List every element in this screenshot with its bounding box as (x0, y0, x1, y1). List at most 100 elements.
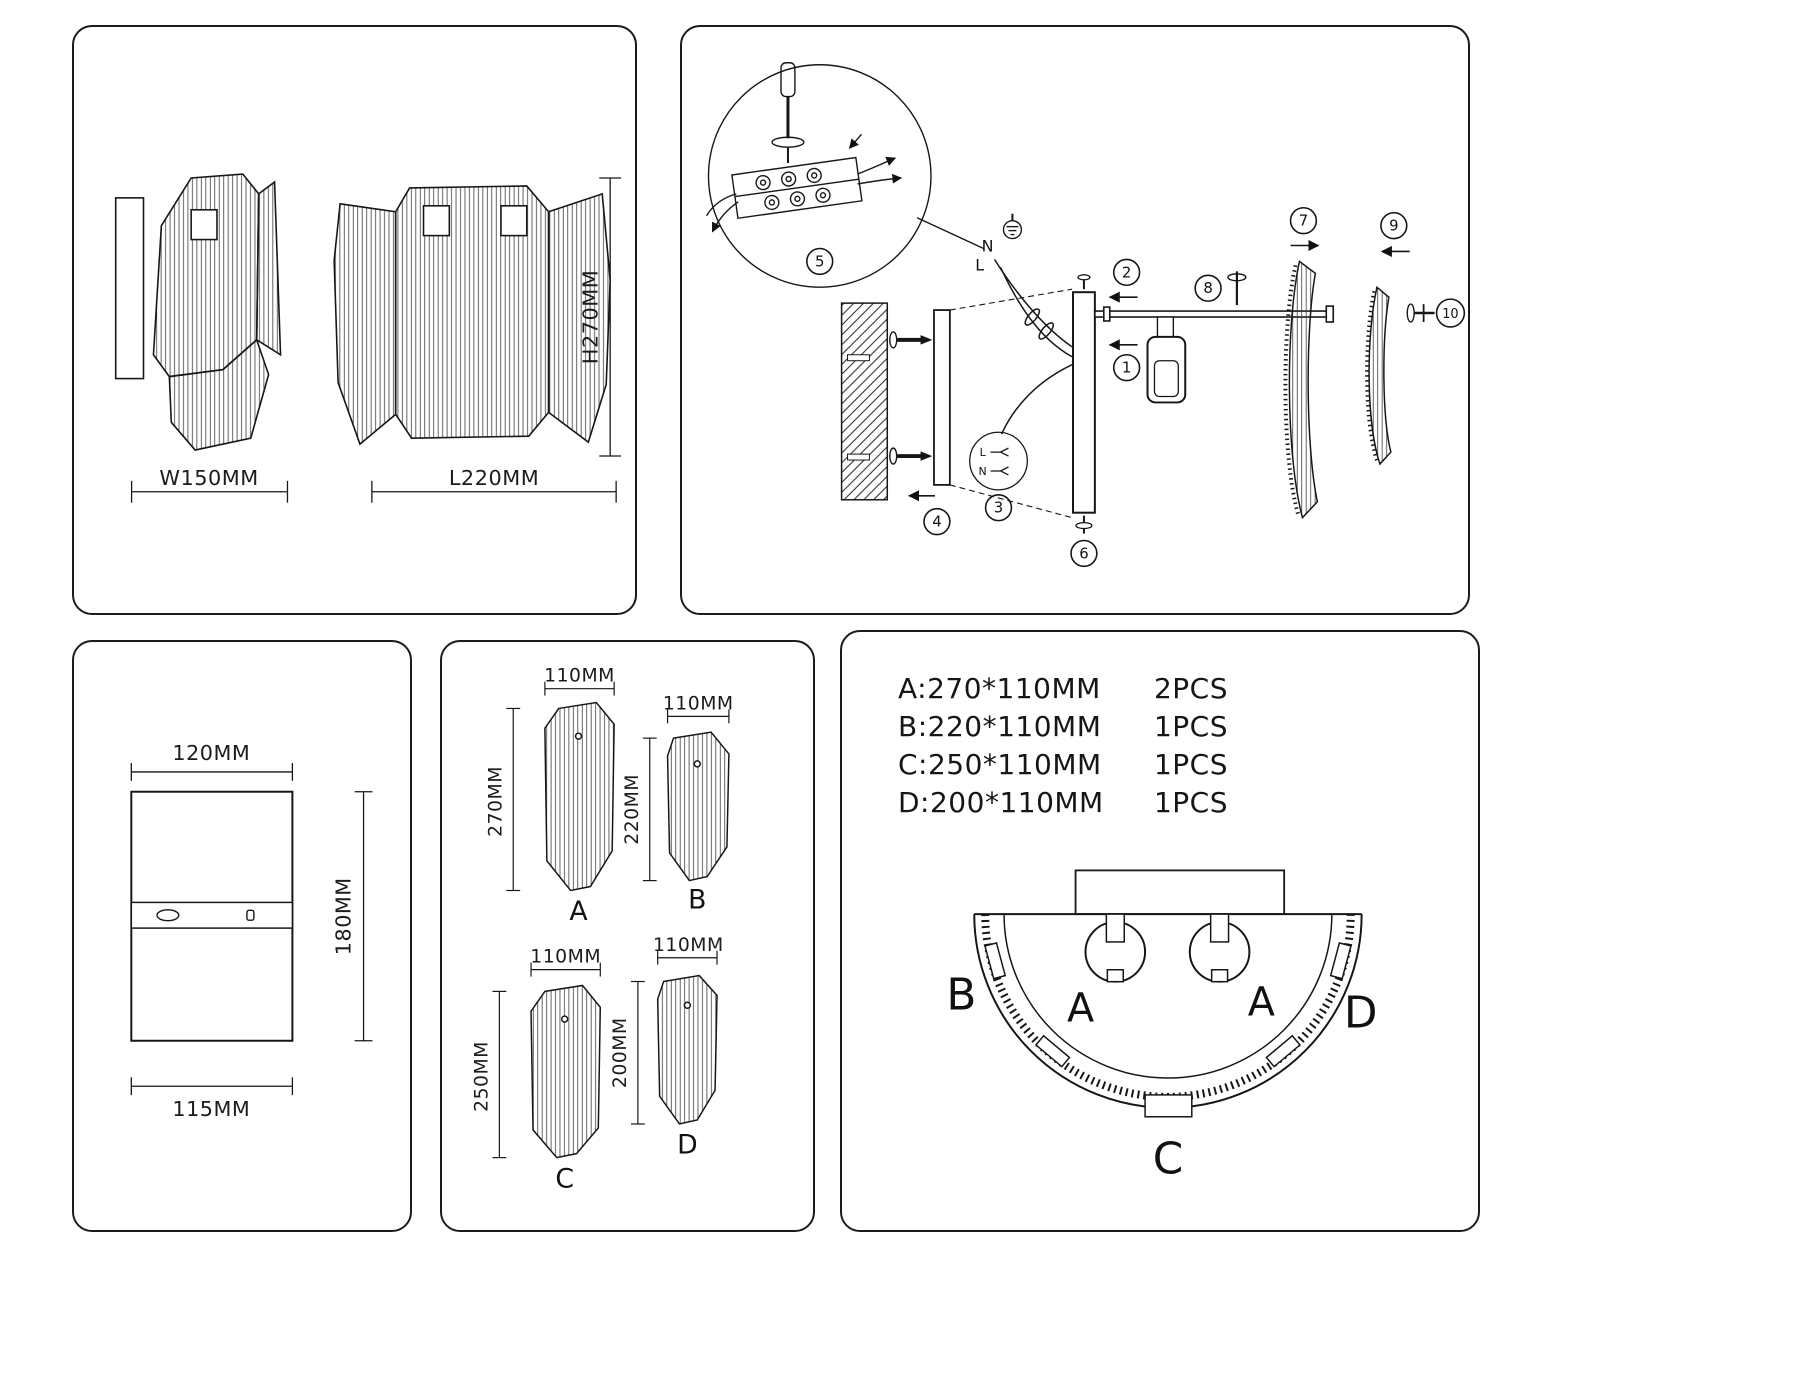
top-view-label-c: C (1153, 1133, 1184, 1184)
part-qty: 2PCS (1153, 672, 1228, 705)
step-circle (1380, 211, 1408, 240)
panel-product-dimensions: W150MM L220MM H270MM (72, 25, 637, 615)
ground-symbol (1002, 213, 1023, 240)
piece-b-height: 220MM (622, 774, 643, 845)
step-circle (1112, 353, 1141, 382)
mounting-screw (889, 331, 933, 349)
part-size: D:200*110MM (898, 786, 1104, 819)
wire-n-label: N (979, 465, 987, 478)
dim-bottom-label: 115MM (172, 1097, 250, 1121)
mounting-bracket (933, 309, 951, 486)
wire-fork-detail (969, 431, 1028, 491)
lamp-socket (1188, 913, 1251, 983)
piece-d-width: 110MM (653, 935, 724, 956)
shade-clip (500, 205, 528, 237)
dim-height-line (354, 791, 373, 1042)
keyhole-slot (156, 909, 180, 922)
dim-height-line (599, 177, 622, 457)
top-view-label-a2: A (1248, 979, 1275, 1025)
panel-backplate-dimensions: 120MM 115MM 180MM (72, 640, 412, 1232)
bottom-tab (1144, 1094, 1193, 1118)
step-number: 1 (1122, 359, 1131, 377)
step-number: 7 (1299, 212, 1308, 230)
crystal-piece-a (506, 681, 615, 892)
wall-plate (114, 197, 145, 380)
wire-n-label: N (982, 236, 994, 255)
piece-d-height: 200MM (610, 1017, 631, 1088)
thumbscrew (1227, 271, 1247, 306)
step-number: 9 (1389, 217, 1398, 235)
wiring-detail-bubble (705, 62, 984, 288)
lamp-backplate (1072, 274, 1096, 534)
front-view-lamp (333, 185, 611, 446)
step-circle (1435, 298, 1466, 328)
wire-l-label: L (975, 255, 984, 274)
top-view-label-b: B (946, 969, 976, 1020)
piece-a-height: 270MM (485, 766, 506, 837)
crystal-panel-small (1365, 285, 1392, 466)
parts-list: A:270*110MM 2PCS B:220*110MM 1PCS C:250*… (898, 672, 1228, 824)
piece-c-letter: C (555, 1163, 574, 1194)
crystal-piece-b (642, 709, 730, 882)
mounting-screw (889, 447, 933, 465)
piece-d-letter: D (677, 1130, 698, 1161)
dim-bottom-line (130, 1077, 294, 1096)
lamp-arm (1094, 305, 1335, 323)
dim-width-label: W150MM (159, 466, 258, 490)
piece-a-width: 110MM (544, 666, 615, 687)
step-number: 10 (1442, 307, 1458, 322)
parts-row: D:200*110MM 1PCS (898, 786, 1228, 819)
dim-height-label: H270MM (578, 270, 602, 364)
part-size: C:250*110MM (898, 748, 1102, 781)
terminal-block (731, 156, 863, 220)
step-circle (984, 494, 1013, 522)
step-circle (1289, 206, 1318, 235)
mount-box (1074, 869, 1286, 916)
piece-b-width: 110MM (663, 693, 734, 714)
crystal-panel-large (1283, 260, 1319, 520)
part-qty: 1PCS (1153, 748, 1228, 781)
shade-clip (422, 205, 451, 237)
piece-a-letter: A (569, 896, 588, 927)
parts-row: B:220*110MM 1PCS (898, 710, 1228, 743)
step-number: 6 (1079, 544, 1088, 562)
thumbscrew (1406, 303, 1435, 323)
dim-height-label: 180MM (332, 877, 356, 955)
dim-length-line (371, 480, 617, 503)
projection-lines (949, 288, 1073, 519)
piece-c-height: 250MM (472, 1041, 493, 1112)
backplate-drawing (130, 790, 294, 1042)
crystal-clips (984, 942, 1352, 1118)
step-number: 8 (1203, 279, 1212, 297)
top-view-label-d: D (1344, 987, 1378, 1038)
step-number: 5 (815, 252, 824, 270)
panel-assembly-steps: 5 N L (680, 25, 1470, 615)
step-number: 4 (932, 513, 941, 531)
step-circle (1070, 539, 1098, 568)
part-qty: 1PCS (1153, 786, 1228, 819)
part-size: A:270*110MM (898, 672, 1101, 705)
screwdriver-icon (771, 62, 805, 164)
crystal-piece-d (630, 950, 718, 1125)
wall-section (840, 302, 889, 501)
lamp-socket (1084, 913, 1147, 983)
part-qty: 1PCS (1153, 710, 1228, 743)
wire-l-label: L (980, 446, 987, 459)
parts-row: A:270*110MM 2PCS (898, 672, 1228, 705)
bulb-socket (1146, 316, 1187, 404)
crystal-piece-c (492, 962, 602, 1159)
side-view-lamp (114, 173, 282, 451)
parts-row: C:250*110MM 1PCS (898, 748, 1228, 781)
panel-parts-list: A:270*110MM 2PCS B:220*110MM 1PCS C:250*… (840, 630, 1480, 1232)
part-size: B:220*110MM (898, 710, 1102, 743)
shade-clip (190, 208, 218, 241)
step-circle (806, 247, 834, 276)
dim-width-line (130, 480, 289, 503)
step-circle (923, 507, 951, 536)
dim-length-label: L220MM (449, 466, 539, 490)
top-view-label-a1: A (1067, 985, 1094, 1031)
piece-b-letter: B (688, 884, 706, 915)
switch-hole (246, 909, 255, 921)
top-view-drawing (973, 869, 1363, 1118)
